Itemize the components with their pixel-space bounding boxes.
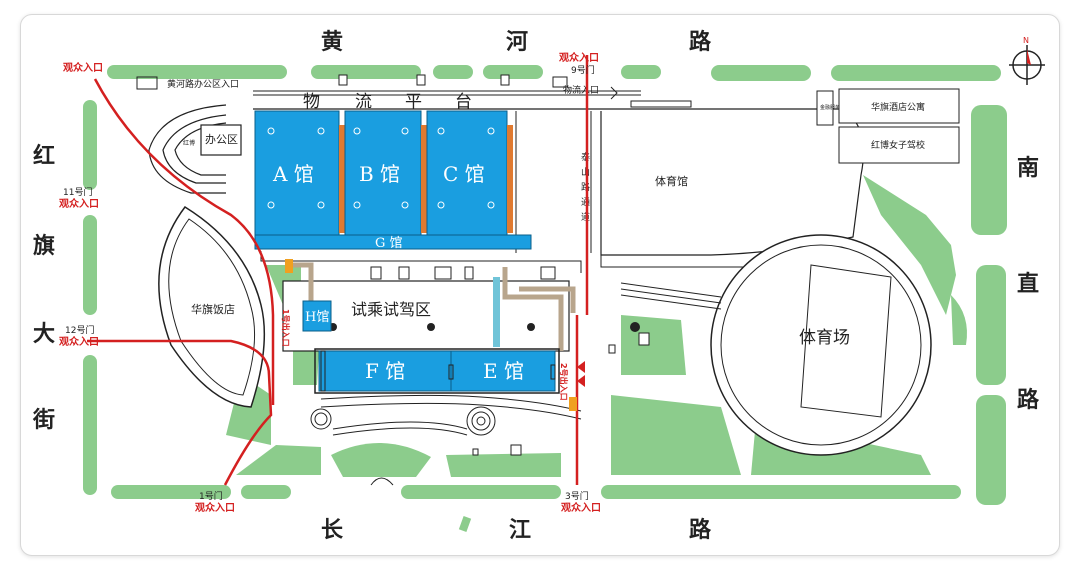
road-north-2: 河 xyxy=(506,30,528,55)
hall-f-label: F 馆 xyxy=(365,359,405,383)
test-drive-structures xyxy=(370,266,556,280)
svg-text:山: 山 xyxy=(581,167,590,178)
hotel-label: 华旗饭店 xyxy=(191,302,235,316)
hall-a[interactable]: A 馆 xyxy=(254,110,340,236)
svg-text:物: 物 xyxy=(303,92,320,112)
hall-e-label: E 馆 xyxy=(483,359,524,383)
svg-text:2号出入口: 2号出入口 xyxy=(559,363,569,401)
restroom-icons xyxy=(472,332,650,456)
exit-2-label: 2号出入口 xyxy=(559,363,569,401)
svg-text:通: 通 xyxy=(581,197,590,208)
gym-label: 体育馆 xyxy=(655,174,688,188)
road-north-1: 黄 xyxy=(321,30,343,55)
svg-text:路: 路 xyxy=(581,181,590,193)
road-east-1: 南 xyxy=(1017,156,1039,181)
green-areas xyxy=(83,65,1007,532)
logistics-platform-label: 物 流 平 台 xyxy=(303,92,472,112)
hall-h[interactable]: H馆 xyxy=(302,300,332,332)
hall-h-label: H馆 xyxy=(305,310,329,325)
stadium-label: 体育场 xyxy=(799,328,850,348)
gate-12-audience-label: 观众入口 xyxy=(59,335,99,348)
stadium: 体育场 xyxy=(710,234,932,456)
road-nanzhi: 南 直 路 xyxy=(1017,156,1040,413)
compass-north-label: N xyxy=(1023,36,1029,45)
road-west-4: 街 xyxy=(32,407,55,433)
stadium-ramps xyxy=(620,282,722,310)
hotel-apartment xyxy=(838,88,960,124)
audience-routes xyxy=(87,55,589,486)
road-west-3: 大 xyxy=(33,322,55,347)
road-north-3: 路 xyxy=(689,29,712,55)
small-building-label: 金融服务 xyxy=(820,104,840,111)
gate-n-audience-label: 观众入口 xyxy=(559,51,599,64)
small-building xyxy=(816,90,834,126)
hall-c-label: C 馆 xyxy=(443,162,485,186)
gate-11-audience-label: 观众入口 xyxy=(59,197,99,210)
gate-3-label: 3号门 xyxy=(565,490,589,502)
gate-nw-audience-label: 观众入口 xyxy=(63,61,103,74)
hall-b-label: B 馆 xyxy=(359,162,400,186)
hall-g[interactable]: G 馆 xyxy=(254,234,532,251)
office-small-label: 红博 xyxy=(183,139,195,147)
svg-text:1号出入口: 1号出入口 xyxy=(281,309,291,347)
road-west-2: 旗 xyxy=(33,233,55,259)
office-label: 办公区 xyxy=(205,133,238,146)
gate-1-label: 1号门 xyxy=(199,490,223,502)
gate-1-audience-label: 观众入口 xyxy=(195,501,235,514)
driving-school xyxy=(838,126,960,164)
logistics-entrance-label: 物流入口 xyxy=(563,84,599,96)
hotel-apartment-label: 华旗酒店公寓 xyxy=(871,101,925,113)
road-east-2: 直 xyxy=(1017,271,1039,297)
driving-school-label: 红博女子驾校 xyxy=(871,139,925,151)
gate-12-label: 12号门 xyxy=(65,324,94,336)
compass-icon: N xyxy=(1009,36,1045,85)
south-plaza xyxy=(310,394,582,486)
taishan-road-label: 泰 山 路 通 道 xyxy=(581,151,590,223)
road-hongqi: 红 旗 大 街 xyxy=(32,143,55,433)
hall-c[interactable]: C 馆 xyxy=(426,110,508,236)
hall-e[interactable]: E 馆 xyxy=(450,350,556,392)
venue-map-frame: 黄 河 路 长 江 路 红 旗 大 街 南 直 路 N 黄河路办公区入口 物流入… xyxy=(20,14,1060,556)
walkways xyxy=(291,262,576,351)
venue-map: 黄 河 路 长 江 路 红 旗 大 街 南 直 路 N 黄河路办公区入口 物流入… xyxy=(32,29,1045,543)
svg-text:流: 流 xyxy=(355,92,372,112)
hall-g-label: G 馆 xyxy=(375,236,403,251)
office-entrance-building xyxy=(136,76,158,90)
gate-9-label: 9号门 xyxy=(571,64,595,76)
road-east-3: 路 xyxy=(1017,387,1040,413)
svg-text:平: 平 xyxy=(405,92,422,112)
huaqi-hotel: 华旗饭店 xyxy=(158,206,266,408)
exit-1-label: 1号出入口 xyxy=(281,309,291,347)
road-south-3: 路 xyxy=(689,517,712,543)
gate-11-label: 11号门 xyxy=(63,186,92,198)
road-huanghe: 黄 河 路 xyxy=(321,29,712,55)
gate-3-audience-label: 观众入口 xyxy=(561,501,601,514)
hall-b[interactable]: B 馆 xyxy=(344,110,422,236)
test-drive-label: 试乘试驾区 xyxy=(351,300,431,319)
svg-text:泰: 泰 xyxy=(581,151,590,163)
hall-f[interactable]: F 馆 xyxy=(318,350,452,392)
svg-text:台: 台 xyxy=(455,92,472,112)
huanghe-office-entrance-label: 黄河路办公区入口 xyxy=(167,78,239,90)
road-south-2: 江 xyxy=(509,518,531,543)
svg-text:道: 道 xyxy=(581,211,590,223)
road-south-1: 长 xyxy=(321,518,344,543)
road-changjiang: 长 江 路 xyxy=(321,517,712,543)
road-west-1: 红 xyxy=(33,143,55,169)
hall-a-label: A 馆 xyxy=(272,162,314,186)
office-area xyxy=(148,104,242,194)
